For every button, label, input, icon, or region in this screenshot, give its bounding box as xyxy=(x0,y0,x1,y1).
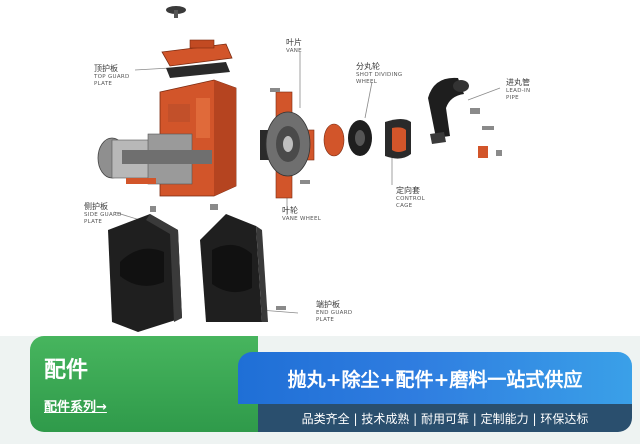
lead-in-pipe-part xyxy=(428,77,469,144)
service-banner-title: 抛丸+除尘+配件+磨料一站式供应 xyxy=(287,368,583,391)
shot-dividing-wheel-part xyxy=(323,120,372,157)
label-side-guard-plate-en2: PLATE xyxy=(84,218,103,225)
label-end-guard-plate-en2: PLATE xyxy=(316,316,335,323)
end-guard-plate-part xyxy=(200,214,268,322)
exploded-view-diagram: 顶护板 TOP GUARD PLATE 叶片 VANE 分丸轮 SHOT DIV… xyxy=(84,6,530,332)
top-bolt xyxy=(166,6,186,18)
label-shot-dividing-wheel-en1: SHOT DIVIDING xyxy=(356,72,403,78)
label-vane-wheel-en1: VANE WHEEL xyxy=(282,216,322,222)
label-end-guard-plate: 端护板 END GUARD PLATE xyxy=(316,300,352,324)
label-top-guard-plate: 顶护板 TOP GUARD PLATE xyxy=(94,64,130,88)
label-side-guard-plate: 侧护板 SIDE GUARD PLATE xyxy=(84,202,122,226)
label-shot-dividing-wheel: 分丸轮 SHOT DIVIDING WHEEL xyxy=(356,62,402,86)
label-side-guard-plate-zh: 侧护板 xyxy=(84,202,108,211)
label-end-guard-plate-zh: 端护板 xyxy=(316,300,340,309)
label-control-cage-en1: CONTROL xyxy=(396,196,425,202)
label-top-guard-plate-zh: 顶护板 xyxy=(94,64,118,73)
top-guard-plate-part xyxy=(161,39,233,67)
label-vane-wheel: 叶轮 VANE WHEEL xyxy=(282,206,321,223)
features-text: 品类齐全 | 技术成熟 | 耐用可靠 | 定制能力 | 环保达标 xyxy=(301,411,589,426)
section-card xyxy=(30,336,258,432)
label-lead-in-pipe-en1: LEAD-IN xyxy=(506,88,531,94)
service-banner xyxy=(238,352,632,404)
label-lead-in-pipe: 进丸管 LEAD-IN PIPE xyxy=(506,78,530,102)
label-control-cage: 定向套 CONTROL CAGE xyxy=(396,186,425,210)
label-end-guard-plate-en1: END GUARD xyxy=(316,310,353,316)
section-series-link[interactable]: 配件系列→ xyxy=(44,400,107,415)
label-vane-wheel-zh: 叶轮 xyxy=(282,206,298,215)
label-control-cage-zh: 定向套 xyxy=(396,186,420,195)
label-lead-in-pipe-zh: 进丸管 xyxy=(506,78,530,87)
label-vane-zh: 叶片 xyxy=(286,38,302,47)
section-title: 配件 xyxy=(44,358,89,383)
label-top-guard-plate-en1: TOP GUARD xyxy=(94,74,130,80)
label-vane: 叶片 VANE xyxy=(286,38,302,55)
label-shot-dividing-wheel-en2: WHEEL xyxy=(356,78,378,85)
control-cage-part xyxy=(385,119,411,159)
label-vane-en1: VANE xyxy=(286,48,302,54)
label-lead-in-pipe-en2: PIPE xyxy=(506,94,519,101)
vane-wheel-part xyxy=(260,91,315,199)
shaft-assembly xyxy=(97,133,212,185)
side-guard-plate-part xyxy=(108,214,182,332)
label-side-guard-plate-en1: SIDE GUARD xyxy=(84,212,122,218)
exploded-view-drawing xyxy=(97,6,502,332)
label-shot-dividing-wheel-zh: 分丸轮 xyxy=(356,62,380,71)
label-top-guard-plate-en2: PLATE xyxy=(94,80,113,87)
features-strip xyxy=(258,404,632,432)
label-control-cage-en2: CAGE xyxy=(396,202,413,209)
